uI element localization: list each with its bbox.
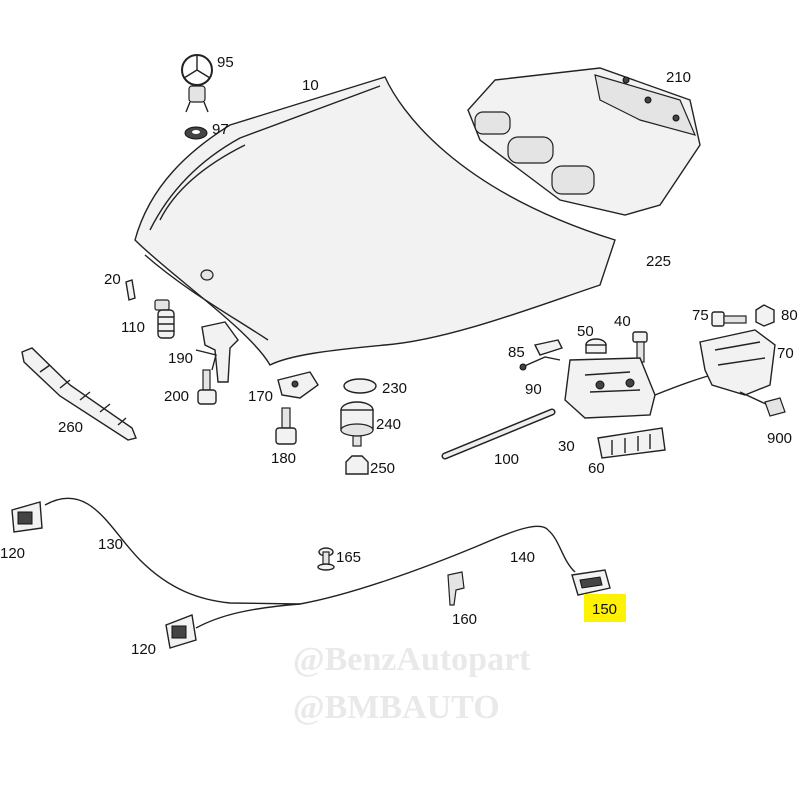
label-97: 97 — [212, 121, 229, 138]
label-190: 190 — [168, 350, 193, 367]
label-70: 70 — [777, 345, 794, 362]
label-160: 160 — [452, 611, 477, 628]
hood-insulation-mat — [467, 67, 701, 216]
label-120-left: 120 — [0, 545, 25, 562]
bolt-200 — [197, 369, 217, 405]
label-250: 250 — [370, 460, 395, 477]
release-handle-bottom-120 — [165, 614, 197, 649]
hinge-plate-170 — [277, 371, 319, 399]
label-95: 95 — [217, 54, 234, 71]
label-240: 240 — [376, 416, 401, 433]
hinge-bracket-190 — [195, 321, 239, 383]
label-50: 50 — [577, 323, 594, 340]
nut-80 — [755, 304, 775, 327]
label-130: 130 — [98, 536, 123, 553]
label-210: 210 — [666, 69, 691, 86]
watermark-line-2: @BMBAUTO — [293, 689, 500, 726]
hood-latch-30 — [564, 357, 656, 419]
label-80: 80 — [781, 307, 798, 324]
cable-branch — [195, 603, 301, 629]
label-20: 20 — [104, 271, 121, 288]
label-180: 180 — [271, 450, 296, 467]
washer-230 — [343, 378, 377, 394]
label-900: 900 — [767, 430, 792, 447]
label-165: 165 — [336, 549, 361, 566]
label-10: 10 — [302, 77, 319, 94]
bumper-240 — [340, 401, 374, 447]
hood-panel — [134, 76, 616, 366]
latch-cover-60 — [597, 427, 666, 459]
watermark-line-1: @BenzAutopart — [293, 641, 531, 678]
label-60: 60 — [588, 460, 605, 477]
highlight-box-150 — [584, 594, 626, 622]
label-200: 200 — [164, 388, 189, 405]
label-170: 170 — [248, 388, 273, 405]
nut-250 — [345, 455, 369, 475]
label-75: 75 — [692, 307, 709, 324]
bolt-75 — [711, 311, 747, 327]
label-100: 100 — [494, 451, 519, 468]
link-90 — [519, 356, 561, 371]
release-lever-150 — [571, 569, 611, 596]
label-85: 85 — [508, 344, 525, 361]
hood-pad-20 — [125, 279, 136, 301]
label-150: 150 — [592, 601, 617, 618]
label-225: 225 — [646, 253, 671, 270]
gas-strut-100 — [441, 408, 556, 460]
label-120-bottom: 120 — [131, 641, 156, 658]
actuator-70 — [699, 329, 776, 396]
label-260: 260 — [58, 419, 83, 436]
latch-wire — [654, 374, 713, 396]
bushing-50 — [585, 338, 607, 354]
seal-strip-260 — [21, 347, 137, 441]
label-40: 40 — [614, 313, 631, 330]
emblem-grommet — [184, 126, 208, 140]
bolt-180 — [275, 407, 297, 445]
connector-900 — [739, 391, 786, 417]
hood-bumper-110 — [154, 299, 175, 339]
label-230: 230 — [382, 380, 407, 397]
label-90: 90 — [525, 381, 542, 398]
cable-140 — [547, 529, 576, 573]
cable-130 — [44, 497, 549, 605]
lever-85 — [533, 339, 563, 356]
star-emblem — [181, 54, 213, 113]
cable-clip-160 — [447, 571, 465, 606]
rivet-165 — [317, 547, 335, 571]
label-30: 30 — [558, 438, 575, 455]
release-handle-left-120 — [11, 501, 43, 533]
label-140: 140 — [510, 549, 535, 566]
label-110: 110 — [121, 319, 145, 336]
